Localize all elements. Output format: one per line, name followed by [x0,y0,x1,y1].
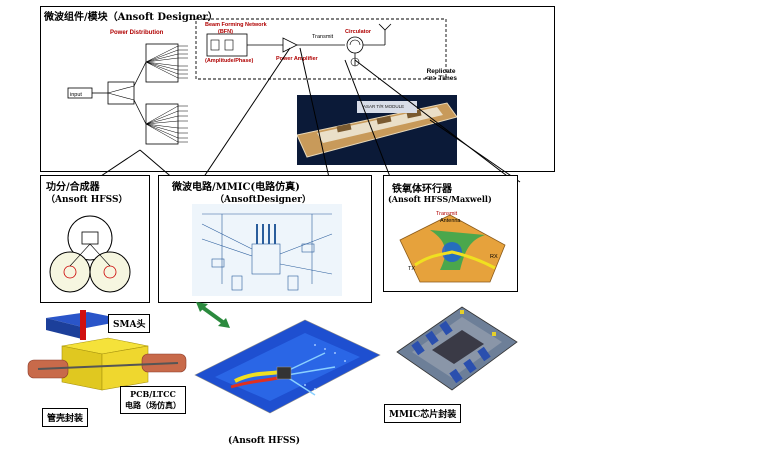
hfss-caption: (Ansoft HFSS) [228,436,300,446]
power-distribution-network [67,43,188,145]
circuit-schematic [192,204,342,296]
input-label: input [70,92,82,98]
ferrite-title: 铁氧体环行器 [392,184,452,195]
mmic-package-3d [396,306,518,391]
mmic-package-label: MMIC芯片封装 [384,404,462,423]
combiner-drawing [49,215,131,293]
ferrite-transmit-label: Transmit [436,211,458,217]
circuit-subtitle: （AnsoftDesigner） [215,195,311,205]
power-distribution-label: Power Distribution [110,30,164,36]
replicate-label: Replicate <n> Times [425,68,458,82]
tr-module-photo: ASAR T/R MODULE [297,95,457,165]
bfn-abbr: (BFN) [218,29,233,35]
top-module-title: 微波组件/模块（Ansoft Designer） [44,12,218,23]
replicate-dashed-frame [195,18,447,80]
combiner-title: 功分/合成器 [46,182,100,193]
pcb-field-simulation [194,319,381,414]
ferrite-tx-label: TX [408,266,416,272]
housing-label: 管壳封装 [42,408,89,427]
tr-module-board [297,101,457,158]
ferrite-antenna-label: Antenna [440,218,461,224]
circulator-label: Circulator [345,29,371,35]
bfn-title: Beam Forming Network [205,22,267,28]
combiner-subtitle: （Ansoft HFSS） [46,195,128,205]
ferrite-subtitle: (Ansoft HFSS/Maxwell) [388,194,492,204]
tr-module-caption: ASAR T/R MODULE [363,104,405,109]
circuit-title: 微波电路/MMIC(电路仿真) [172,182,300,193]
power-amplifier-label: Power Amplifier [276,56,318,62]
transmit-label: Transmit [312,34,334,40]
amp-phase-label: (Amplitude/Phase) [205,58,254,64]
pcb-label: PCB/LTCC 电路（场仿真） [120,386,186,414]
ferrite-circulator-3d [399,214,506,283]
housing-3d-model [27,310,187,391]
ferrite-rx-label: RX [490,254,498,260]
bidirectional-arrow-icon [196,302,230,328]
sma-label: SMA头 [108,314,151,333]
